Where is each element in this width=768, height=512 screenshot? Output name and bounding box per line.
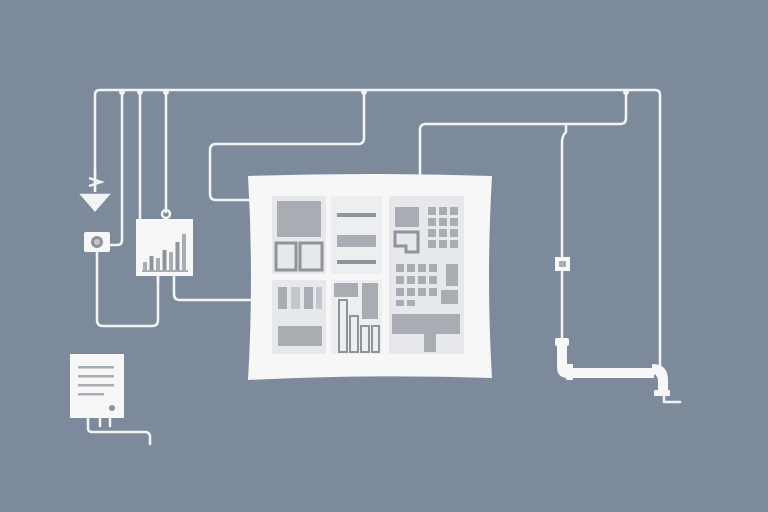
junctions [119, 89, 629, 95]
meter-bar [143, 262, 147, 270]
ground-symbol-icon [79, 170, 111, 212]
meter-bar [175, 242, 180, 270]
junction-dot [119, 89, 125, 95]
pipe-elbow-icon [555, 338, 670, 396]
board-cell-top-middle [331, 196, 382, 274]
meter-bar [182, 234, 186, 270]
top-bus-wire [93, 88, 662, 392]
junction-dot [137, 89, 143, 95]
board-cell-bottom-left [272, 280, 326, 354]
meter-bar [156, 258, 160, 270]
document-device-icon [70, 354, 124, 418]
junction-dot [163, 89, 169, 95]
ground-drop-wire [105, 88, 124, 247]
document-feed-wire [86, 416, 152, 446]
wiring [86, 88, 682, 446]
pipe-tail-wire [662, 392, 682, 404]
junction-dot [623, 89, 629, 95]
pipe-valve-icon [555, 257, 570, 271]
floor-plan-board-icon [248, 174, 492, 380]
document-line [78, 384, 114, 387]
meter-board-wire [172, 274, 254, 302]
junction-dot [361, 89, 367, 95]
meter-bar [149, 256, 154, 270]
board-cell-bottom-middle [331, 280, 382, 354]
document-line [78, 366, 114, 369]
document-lines [78, 366, 114, 396]
board-cell-bottom-right [389, 260, 464, 354]
bar-chart-meter-icon [136, 208, 193, 282]
wall-outlet-icon [84, 232, 110, 252]
outlet-loop-wire [95, 250, 160, 328]
meter-bar [162, 250, 167, 270]
meter-bars [142, 234, 188, 272]
meter-bar [169, 252, 173, 270]
board-right-feed-wire [418, 88, 628, 180]
board-left-feed-wire [208, 88, 366, 202]
pipe-riser-wire [560, 122, 568, 342]
document-line [78, 393, 104, 396]
board-cell-top-left [272, 196, 326, 274]
document-line [78, 375, 114, 378]
